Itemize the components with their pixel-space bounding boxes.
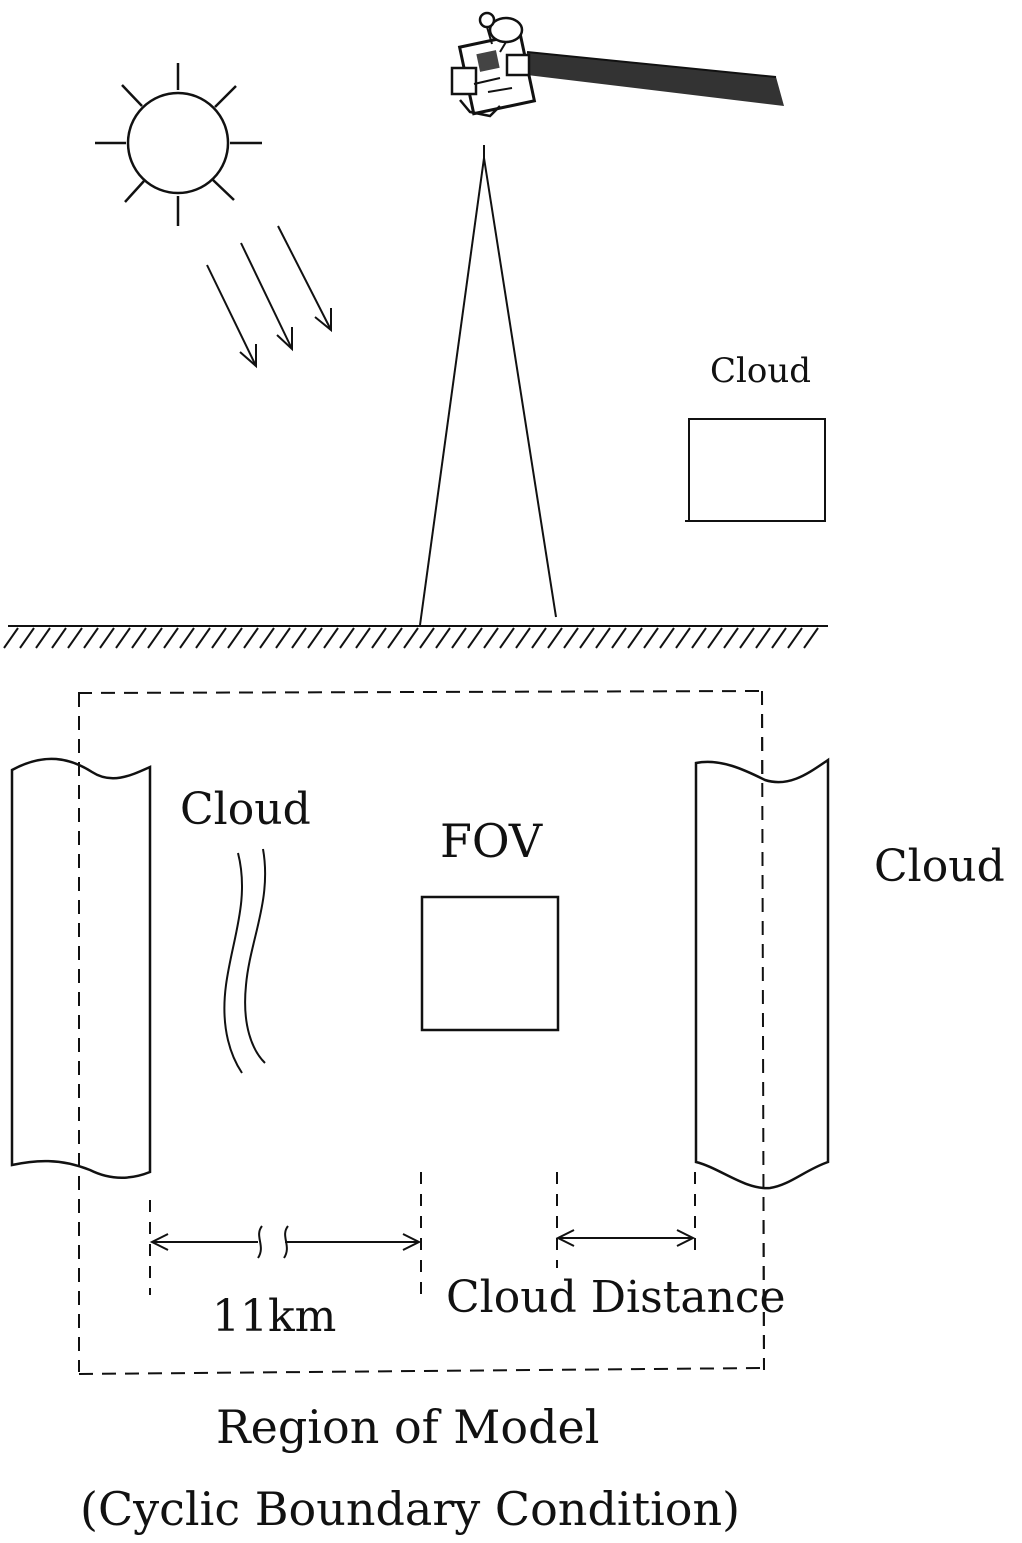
dimension-arrow-cloud-distance: [558, 1230, 693, 1246]
ground-hatch-mark: [500, 628, 514, 648]
ground-surface: [4, 626, 828, 648]
ground-hatch-mark: [532, 628, 546, 648]
distance-11km-label: 11km: [212, 1295, 336, 1339]
ground-hatch-mark: [708, 628, 722, 648]
fov-box: [422, 897, 558, 1030]
cloud-box-top: [685, 419, 825, 521]
cloud-distance-label: Cloud Distance: [446, 1276, 786, 1320]
ground-hatch-mark: [420, 628, 434, 648]
ground-hatch-mark: [244, 628, 258, 648]
cloud-label-right: Cloud: [874, 845, 1005, 889]
ground-hatch-mark: [340, 628, 354, 648]
ground-hatch-mark: [692, 628, 706, 648]
ground-hatch-mark: [84, 628, 98, 648]
ground-hatch-mark: [612, 628, 626, 648]
ground-hatch-mark: [388, 628, 402, 648]
ground-hatch-mark: [468, 628, 482, 648]
ground-hatch-mark: [724, 628, 738, 648]
wispy-cloud: [224, 849, 265, 1073]
ground-hatch-mark: [324, 628, 338, 648]
ground-hatch-mark: [228, 628, 242, 648]
ground-hatch-mark: [804, 628, 818, 648]
ground-hatch-mark: [484, 628, 498, 648]
ground-hatch-mark: [4, 628, 18, 648]
ground-hatch-mark: [132, 628, 146, 648]
ground-hatch-mark: [564, 628, 578, 648]
ground-hatch-mark: [116, 628, 130, 648]
ground-hatch-mark: [148, 628, 162, 648]
ground-hatch-mark: [756, 628, 770, 648]
ground-hatch-mark: [548, 628, 562, 648]
ground-hatch-mark: [196, 628, 210, 648]
ground-hatch-mark: [212, 628, 226, 648]
ground-hatch-mark: [356, 628, 370, 648]
ground-hatch-mark: [276, 628, 290, 648]
ground-hatch-mark: [68, 628, 82, 648]
ground-hatch-mark: [404, 628, 418, 648]
region-title: Region of Model: [216, 1404, 599, 1450]
fov-label: FOV: [440, 818, 542, 864]
ground-hatch-mark: [308, 628, 322, 648]
ground-hatch-mark: [260, 628, 274, 648]
fov-cone: [420, 145, 556, 625]
ground-hatch-mark: [676, 628, 690, 648]
ground-hatch-mark: [580, 628, 594, 648]
dimension-arrow-11km: [152, 1226, 419, 1258]
ground-hatch-mark: [628, 628, 642, 648]
cloud-label-left: Cloud: [180, 788, 311, 832]
ground-hatch-mark: [740, 628, 754, 648]
ground-hatch-mark: [164, 628, 178, 648]
cloud-column-left: [12, 759, 150, 1178]
ground-hatch-mark: [292, 628, 306, 648]
ground-hatch-mark: [180, 628, 194, 648]
ground-hatch-mark: [36, 628, 50, 648]
ground-hatch-mark: [644, 628, 658, 648]
ground-hatch-mark: [52, 628, 66, 648]
ground-hatch-mark: [772, 628, 786, 648]
ground-hatch-mark: [452, 628, 466, 648]
ground-hatch-mark: [516, 628, 530, 648]
satellite-icon: [452, 13, 784, 116]
ground-hatch-mark: [596, 628, 610, 648]
cloud-label-top: Cloud: [710, 354, 811, 388]
ground-hatch-mark: [20, 628, 34, 648]
ground-hatch-mark: [436, 628, 450, 648]
region-subtitle: (Cyclic Boundary Condition): [80, 1486, 740, 1532]
ground-hatch-mark: [660, 628, 674, 648]
ground-hatch-mark: [372, 628, 386, 648]
sun-icon: [95, 63, 262, 226]
ground-hatch-mark: [788, 628, 802, 648]
ground-hatch-mark: [100, 628, 114, 648]
sunlight-arrows-icon: [207, 226, 331, 366]
